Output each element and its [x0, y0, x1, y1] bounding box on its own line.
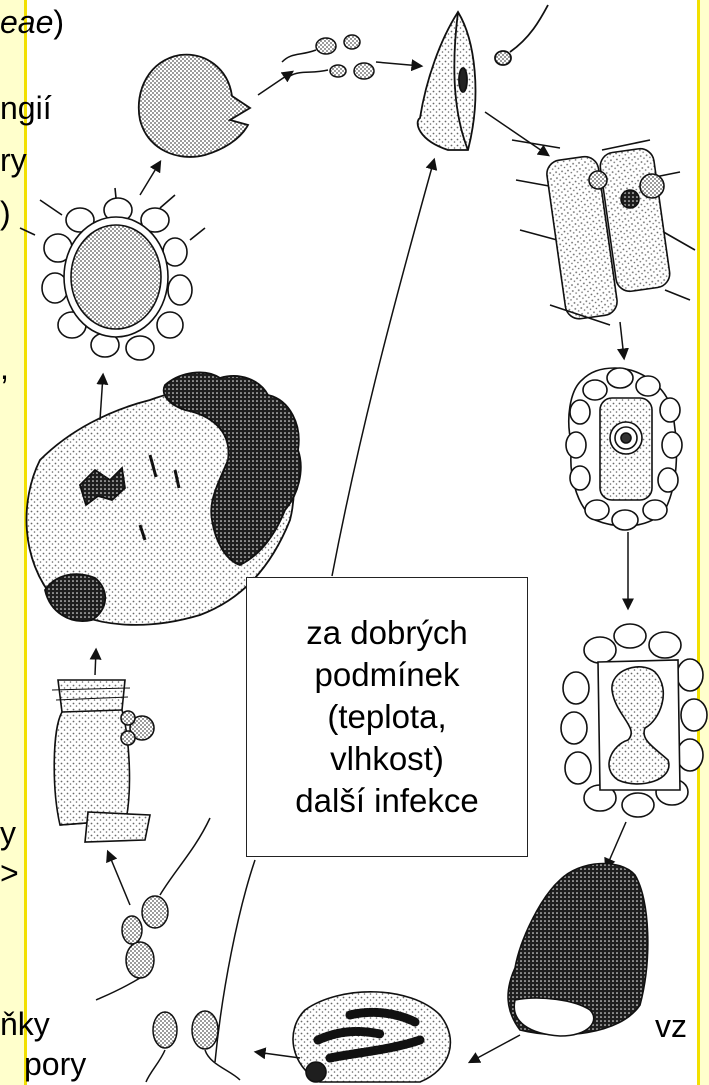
- arrow-gall-to-resting: [100, 375, 103, 420]
- resting-spores-cell: [293, 992, 450, 1082]
- box-line-1: za dobrých: [306, 612, 467, 654]
- further-infection-box: za dobrých podmínek (teplota, vlhkost) d…: [246, 577, 528, 857]
- box-line-2: podmínek: [315, 654, 460, 696]
- spores-on-root-hairs: [512, 140, 695, 325]
- released-zoospores: [96, 818, 240, 1082]
- arrow-cyst-to-zoospores: [258, 72, 292, 95]
- zoospores-top: [282, 35, 374, 79]
- box-line-3: (teplota,: [327, 696, 446, 738]
- resting-spore-in-cell: [20, 188, 205, 360]
- infected-cell-top: [418, 5, 548, 150]
- arrow-plasmodium-to-sporangium: [606, 822, 626, 868]
- arrow-resting-to-cyst: [140, 162, 160, 195]
- arrow-fusing-to-gall: [95, 650, 96, 675]
- box-line-4: vlhkost): [330, 738, 444, 780]
- arrow-zoospores-to-fusing: [108, 852, 130, 905]
- arrow-zoospores-to-cell: [376, 62, 421, 66]
- encysted-cell: [566, 368, 682, 530]
- zoospore-fusing-on-cell: [52, 680, 154, 842]
- box-line-5: další infekce: [295, 780, 478, 822]
- arrow-roothairs-to-encysted: [620, 322, 624, 358]
- plasmodium-in-cell: [561, 624, 707, 817]
- sporangium-dark: [508, 864, 648, 1036]
- broken-cyst: [139, 55, 250, 157]
- arrow-cell-to-roothairs: [485, 112, 548, 155]
- arrow-sporangium-to-resting: [470, 1035, 520, 1062]
- arrow-resting-to-zoospores: [256, 1052, 300, 1058]
